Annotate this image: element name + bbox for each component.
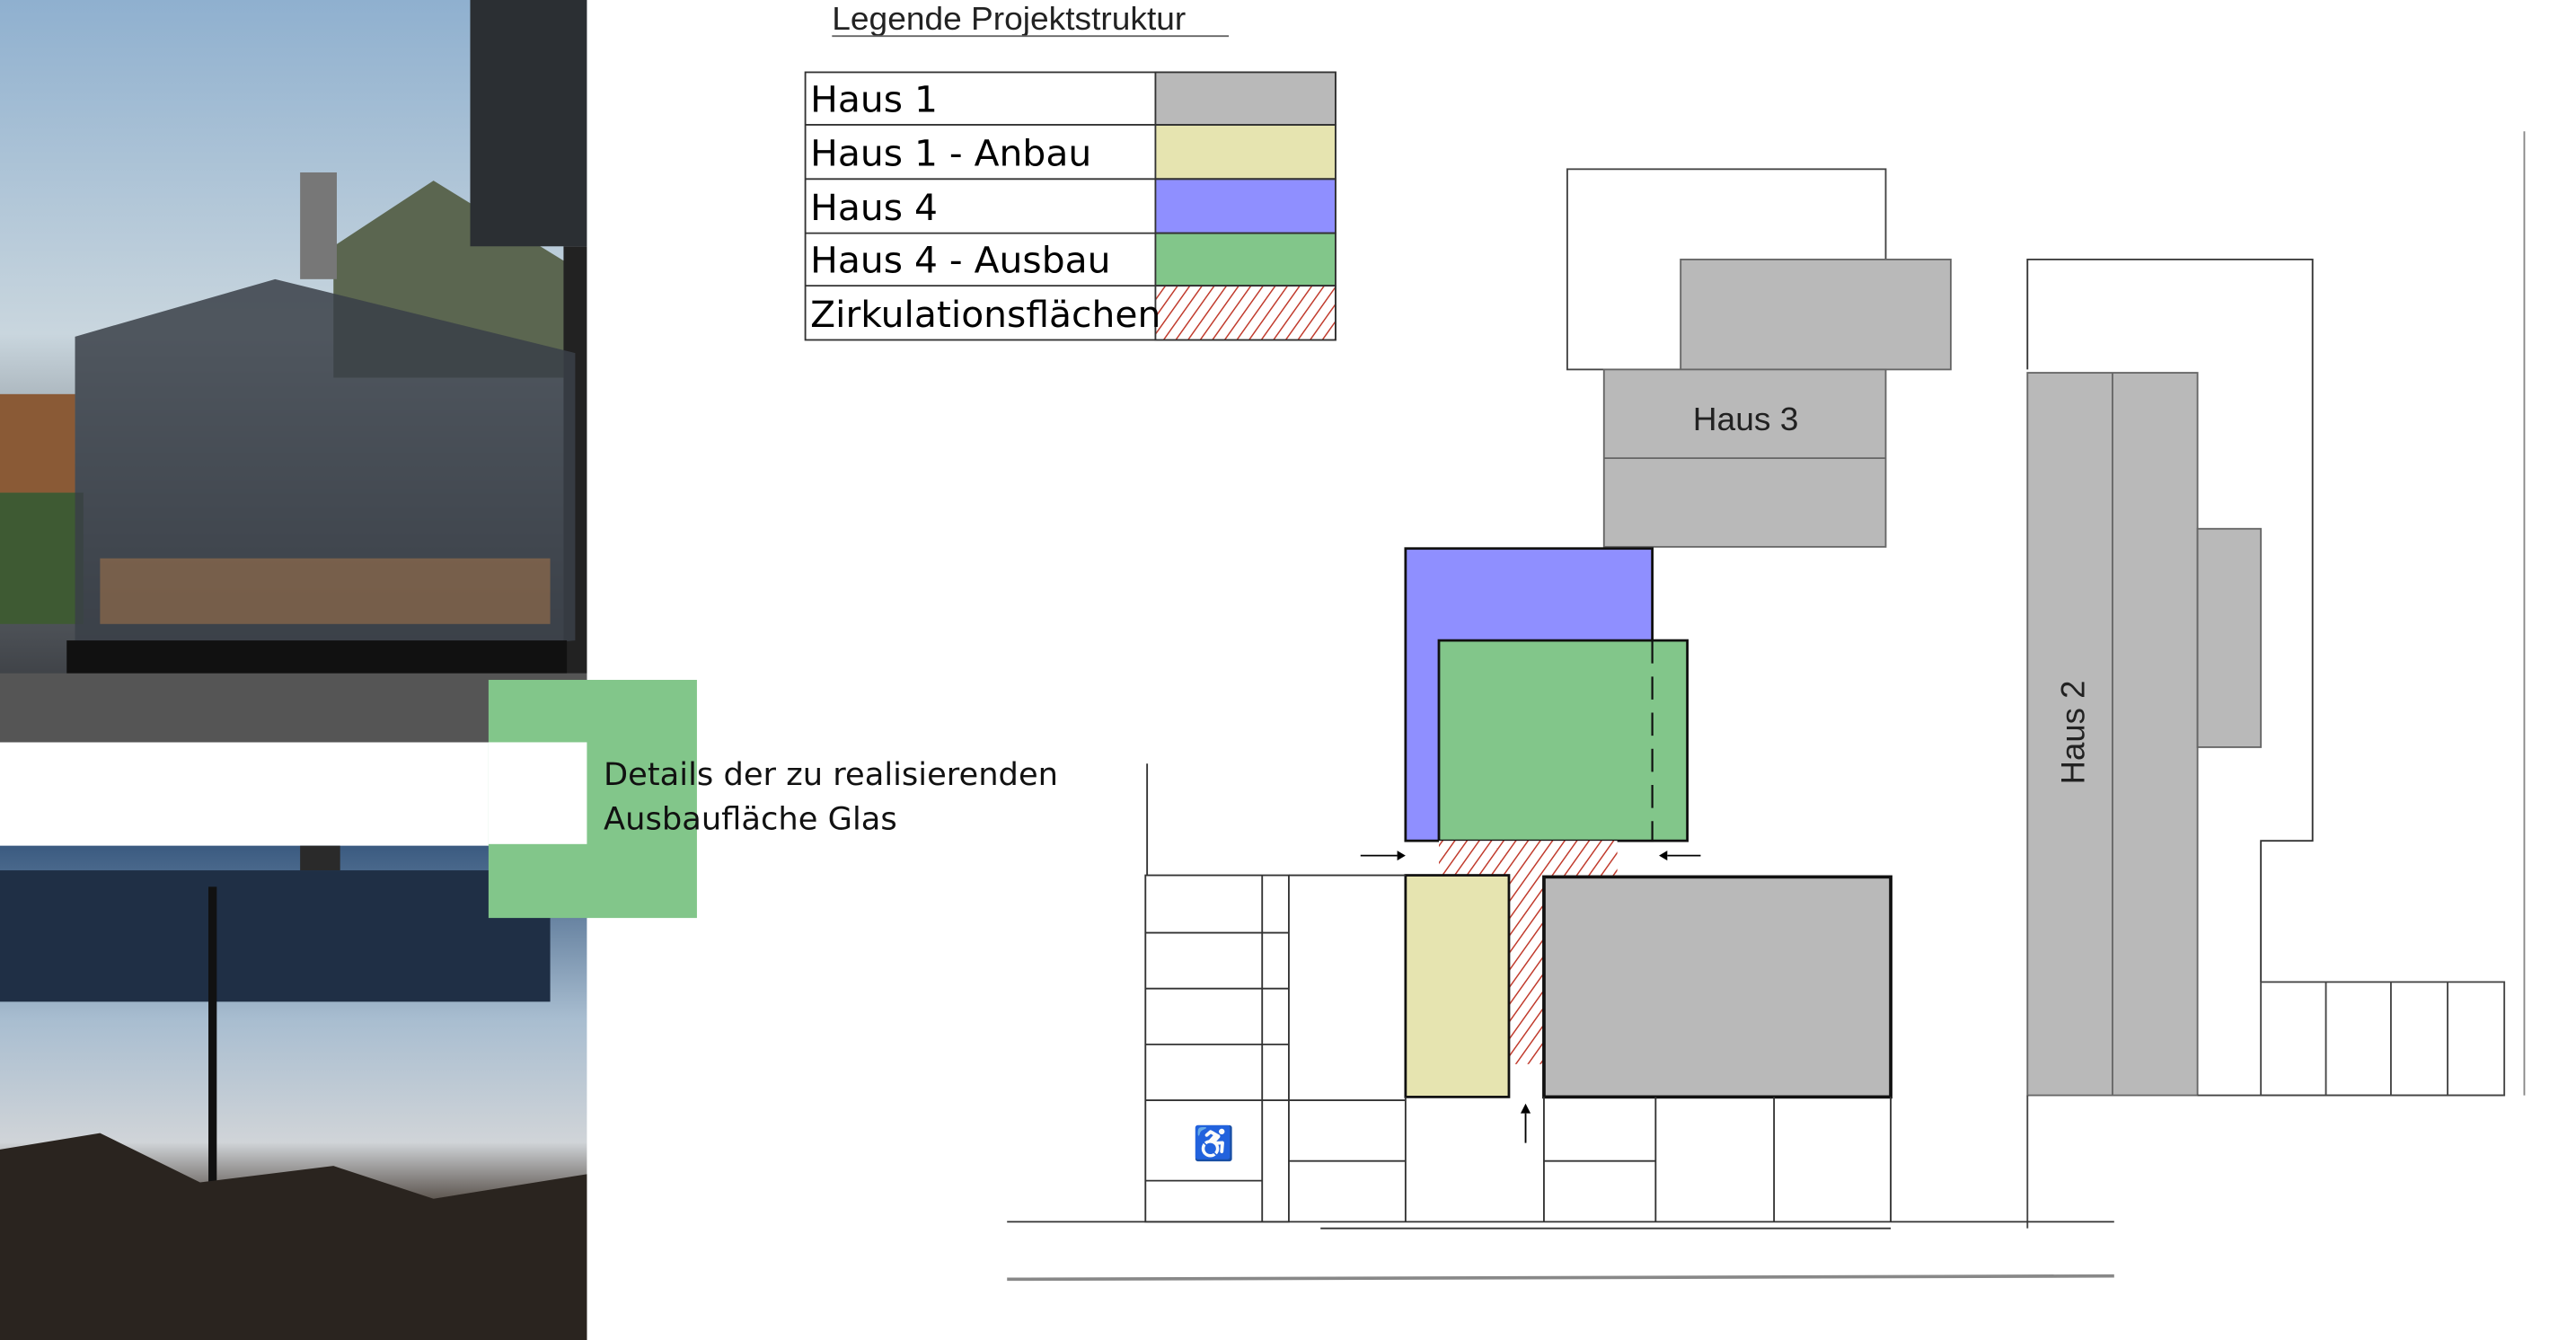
haus-3-label: Haus 3	[1693, 401, 1799, 437]
haus-4-ausbau	[1437, 639, 1689, 842]
haus-1-anbau	[1404, 874, 1511, 1098]
legend-swatch-haus-4	[1154, 178, 1337, 234]
caption-line-2: Ausbaufläche Glas	[604, 802, 897, 838]
caption-line-1: Details der zu realisierenden	[604, 757, 1058, 793]
legend-label: Zirkulationsflächen	[810, 293, 1160, 336]
legend-swatch-haus-1-anbau	[1154, 124, 1337, 181]
haus-1	[1542, 875, 1892, 1099]
parking-grid	[1007, 763, 2114, 1282]
legend-title: Legende Projektstruktur	[832, 0, 1186, 37]
haus-2: Haus 2	[2026, 131, 2526, 1229]
legend-label: Haus 4	[810, 186, 938, 229]
legend-label: Haus 1 - Anbau	[810, 132, 1091, 175]
legend-label: Haus 4 - Ausbau	[810, 239, 1110, 282]
haus-2-label: Haus 2	[2054, 681, 2091, 785]
legend-swatch-haus-4-ausbau	[1154, 232, 1337, 287]
legend-swatch-haus-1	[1154, 71, 1337, 126]
glass-facade-reflection-photo	[0, 845, 587, 1340]
legend-label: Haus 1	[810, 78, 938, 121]
glass-pavilion-exterior-photo	[0, 0, 587, 743]
legend-swatch-zirkulation	[1154, 285, 1337, 341]
legend: Legende Projektstruktur Haus 1 Haus 1 - …	[804, 0, 1337, 341]
zirkulation-area	[1438, 841, 1618, 877]
haus-3: Haus 3	[1566, 168, 1952, 548]
wheelchair-icon: ♿	[1193, 1124, 1234, 1163]
